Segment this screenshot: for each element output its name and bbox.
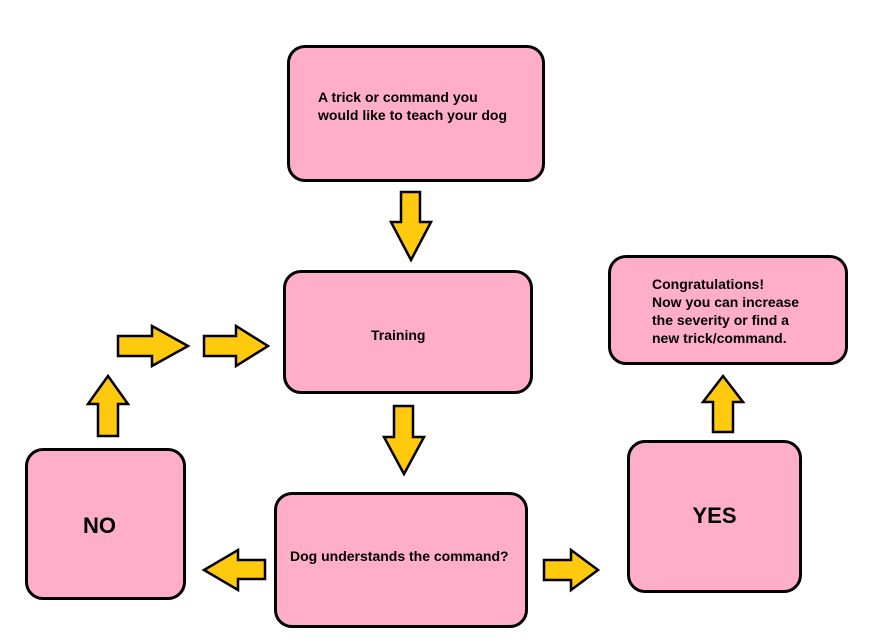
training-text: Training — [371, 327, 426, 343]
arrow-up-yes-to-congrats-icon — [700, 373, 746, 434]
arrow-right-loop-2-icon — [202, 323, 271, 369]
congrats-text: Congratulations! Now you can increase th… — [652, 276, 800, 346]
arrow-up-from-no-icon — [85, 373, 131, 438]
no-box: NO — [25, 448, 186, 600]
goal-box: A trick or command you would like to tea… — [287, 45, 545, 182]
question-text: Dog understands the command? — [290, 548, 509, 564]
arrow-down-training-to-question-icon — [381, 404, 427, 477]
no-text: NO — [83, 513, 116, 538]
arrow-right-question-to-yes-icon — [542, 547, 601, 593]
arrow-down-goal-to-training-icon — [388, 190, 434, 263]
question-box: Dog understands the command? — [274, 492, 528, 628]
training-box: Training — [283, 270, 533, 394]
yes-text: YES — [692, 503, 737, 528]
goal-text: A trick or command you would like to tea… — [318, 89, 508, 123]
congrats-box: Congratulations! Now you can increase th… — [608, 255, 848, 365]
arrow-left-question-to-no-icon — [201, 547, 267, 593]
arrow-right-loop-1-icon — [116, 323, 191, 369]
yes-box: YES — [627, 440, 802, 593]
